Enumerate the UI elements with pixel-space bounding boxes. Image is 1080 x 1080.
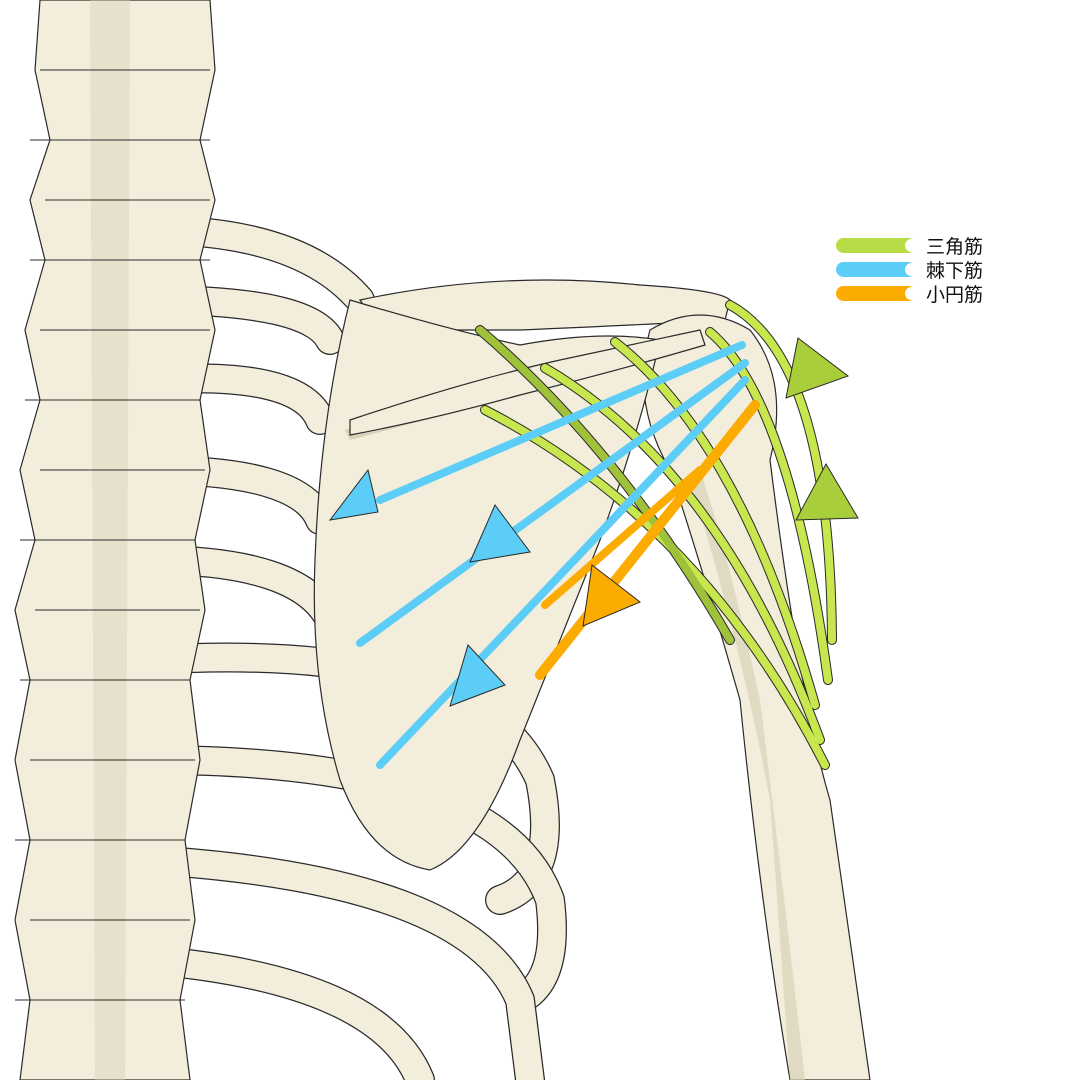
scapula — [313, 299, 661, 871]
legend-item-teres-minor: 小円筋 — [836, 281, 984, 306]
legend-swatch-orange — [836, 285, 918, 301]
teres-minor-arrow — [582, 564, 641, 627]
legend: 三角筋 棘下筋 小円筋 — [836, 233, 984, 306]
spine — [14, 0, 216, 1080]
infraspinatus-arrow-2 — [469, 504, 531, 563]
legend-swatch-green — [836, 237, 918, 253]
scapular-spine — [349, 329, 706, 436]
teres-minor-fiber — [535, 400, 760, 680]
legend-item-infraspinatus: 棘下筋 — [836, 257, 984, 282]
infraspinatus-arrow-3 — [449, 644, 506, 707]
legend-label: 三角筋 — [926, 235, 984, 258]
legend-item-deltoid: 三角筋 — [836, 233, 984, 258]
legend-label: 小円筋 — [926, 283, 984, 306]
legend-label: 棘下筋 — [926, 259, 984, 282]
infraspinatus-arrow-1 — [328, 468, 379, 521]
legend-swatch-blue — [836, 261, 918, 277]
deltoid-arrow-lower — [795, 462, 859, 521]
infraspinatus-fibers — [356, 341, 749, 769]
deltoid-arrow-upper — [785, 337, 850, 399]
